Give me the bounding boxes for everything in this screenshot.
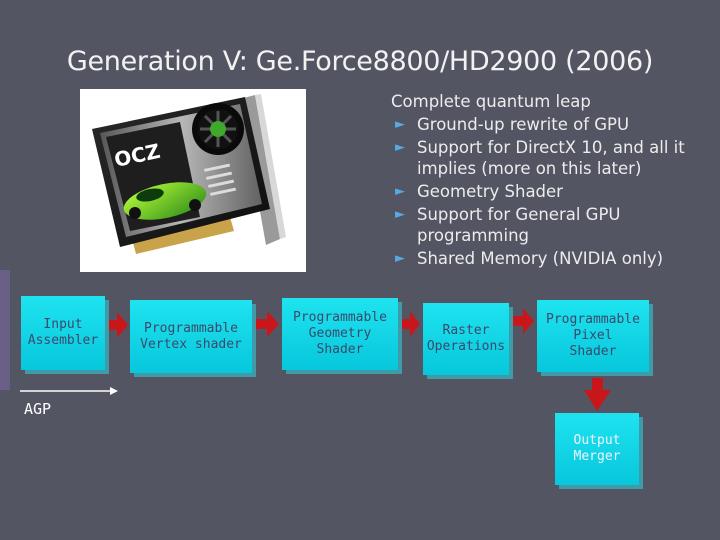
bullet-text: Ground-up rewrite of GPU: [417, 115, 630, 134]
stage-label: Output Merger: [573, 433, 621, 464]
stage-output-merger: Output Merger: [555, 413, 639, 485]
bullet-item: ► Support for DirectX 10, and all it impl…: [391, 137, 711, 179]
bullet-item: ► Support for General GPU programming: [391, 204, 711, 246]
slide-title: Generation V: Ge.Force8800/HD2900 (2006): [66, 46, 654, 77]
bullet-arrow-icon: ►: [395, 140, 405, 155]
bullet-text: Support for General GPU programming: [417, 205, 621, 245]
stage-label: Programmable Vertex shader: [140, 320, 242, 352]
bullet-arrow-icon: ►: [395, 184, 405, 199]
stage-geometry-shader: Programmable Geometry Shader: [282, 298, 398, 370]
stage-label: Programmable Geometry Shader: [293, 310, 387, 357]
gpu-card-photo: OCZ: [80, 89, 306, 272]
bullet-item: ► Geometry Shader: [391, 181, 711, 202]
agp-label: AGP: [24, 400, 52, 418]
arrow-right-icon: [105, 312, 128, 338]
bullet-item: ► Ground-up rewrite of GPU: [391, 114, 711, 135]
bullet-text: Support for DirectX 10, and all it impli…: [417, 138, 685, 178]
stage-label: Programmable Pixel Shader: [546, 312, 640, 359]
stage-label: Input Assembler: [27, 317, 99, 348]
bullet-arrow-icon: ►: [395, 117, 405, 132]
stage-label: Raster Operations: [426, 323, 506, 354]
left-accent-bar: [0, 270, 10, 390]
bullet-lead: Complete quantum leap: [391, 92, 591, 111]
arrow-right-icon: [511, 308, 534, 334]
stage-vertex-shader: Programmable Vertex shader: [130, 300, 252, 373]
bullet-item: ► Shared Memory (NVIDIA only): [391, 248, 711, 269]
gpu-card-icon: OCZ: [92, 94, 286, 254]
arrow-right-icon: [400, 311, 420, 337]
stage-raster-operations: Raster Operations: [423, 303, 509, 375]
bullet-text: Geometry Shader: [417, 182, 563, 201]
stage-input-assembler: Input Assembler: [21, 296, 105, 370]
bullet-text: Shared Memory (NVIDIA only): [417, 249, 664, 268]
bullet-arrow-icon: ►: [395, 207, 405, 222]
bullet-list: Complete quantum leap ► Ground-up rewrite…: [391, 91, 711, 271]
stage-pixel-shader: Programmable Pixel Shader: [537, 300, 649, 372]
agp-bus-arrow-icon: [20, 387, 118, 395]
arrow-right-icon: [253, 311, 279, 337]
arrow-down-icon: [584, 378, 611, 411]
bullet-arrow-icon: ►: [395, 251, 405, 266]
